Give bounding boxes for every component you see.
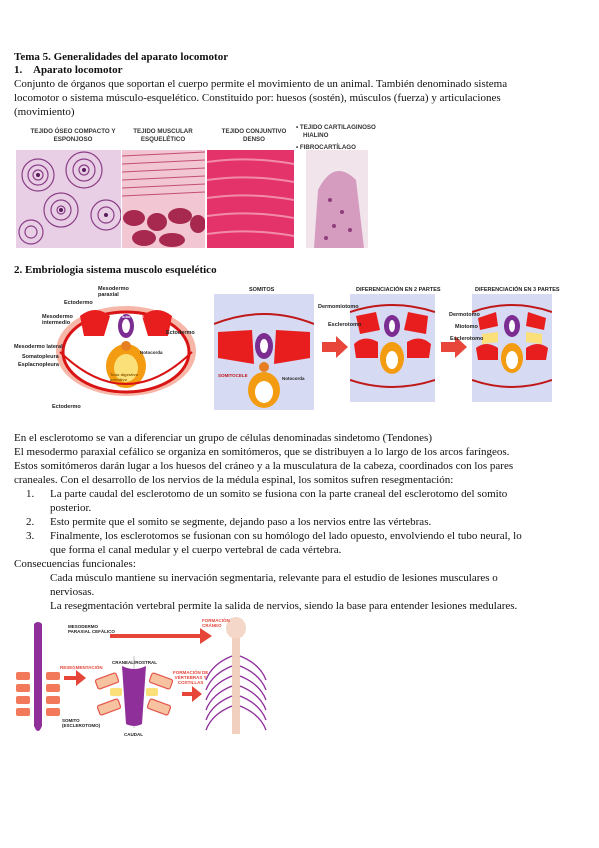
label-esplacnopleura: Esplacnopleura: [18, 362, 59, 368]
arrow-right-icon: [441, 336, 467, 358]
label-ectodermo-bottom: Ectodermo: [52, 404, 81, 410]
intro-line-2: locomotor o sistema músculo-esquelético.…: [14, 92, 501, 104]
embryo-cross-section-diagram: [56, 306, 196, 396]
label-craneal-rostral: CRANEAL/ROSTRAL: [112, 660, 157, 665]
topic-title: Tema 5. Generalidades del aparato locomo…: [14, 51, 229, 63]
list-item-3-line-2: que forma el canal medular y el cuerpo v…: [50, 544, 342, 556]
label-somito-esclerotomo: SOMITO(ESCLEROTOMO): [62, 718, 101, 728]
label-notocorda: Notocorda: [140, 350, 163, 355]
cartilage-tissue-image: [306, 150, 368, 248]
label-esclerotomo: Esclerotomo: [328, 322, 362, 328]
connective-tissue-image: [207, 150, 294, 248]
consecuencias-line-2: nerviosas.: [50, 586, 95, 598]
tissue-label-fibro: • FIBROCARTÍLAGO: [296, 144, 356, 151]
somites-diagram: [214, 294, 314, 410]
list-item-1-line-2: posterior.: [50, 502, 92, 514]
list-item-3-number: 3.: [26, 530, 35, 542]
body-line-2: El mesodermo paraxial cefálico se organi…: [14, 446, 510, 458]
label-tubo-neural: Tubo neural: [121, 314, 144, 319]
label-esclerotomo-2: Esclerotomo: [450, 336, 484, 342]
list-item-3-line-1: Finalmente, los esclerotomos se fusionan…: [50, 530, 522, 542]
list-item-2-line-1: Esto permite que el somito se segmente, …: [50, 516, 432, 528]
intro-line-3: (movimiento): [14, 106, 75, 118]
label-dermotomo: Dermotomo: [449, 312, 480, 318]
resegmentation-diagram: [16, 622, 212, 731]
muscle-tissue-image: [122, 150, 205, 248]
label-diferenciacion-2: DIFERENCIACIÓN EN 2 PARTES: [356, 287, 441, 293]
bone-tissue-image: [16, 150, 121, 248]
label-notocorda-2: Notocorda: [282, 376, 305, 381]
section-1-title: Aparato locomotor: [33, 64, 123, 76]
label-mesodermo-lateral: Mesodermo lateral: [14, 344, 63, 350]
three-part-differentiation-diagram: [472, 294, 552, 402]
label-miotomo: Miotomo: [455, 324, 478, 330]
label-caudal: CAUDAL: [124, 732, 143, 737]
section-1-number: 1.: [14, 64, 23, 76]
label-diferenciacion-3: DIFERENCIACIÓN EN 3 PARTES: [475, 287, 560, 293]
label-somitocele: SOMITOCELE: [218, 373, 248, 378]
list-item-1-line-1: La parte caudal del esclerotomo de un so…: [50, 488, 508, 500]
body-line-3: Estos somitómeros darán lugar a los hues…: [14, 460, 514, 472]
label-ectodermo-top: Ectodermo: [64, 300, 93, 306]
arrow-right-icon: [322, 336, 348, 358]
label-ectodermo-right: Ectodermo: [166, 330, 195, 336]
consecuencias-title: Consecuencias funcionales:: [14, 558, 136, 570]
consecuencias-line-3: La resegmentación vertebral permite la s…: [50, 600, 518, 612]
consecuencias-line-1: Cada músculo mantiene su inervación segm…: [50, 572, 498, 584]
list-item-1-number: 1.: [26, 488, 35, 500]
intro-line-1: Conjunto de órganos que soportan el cuer…: [14, 78, 508, 90]
body-line-1: En el esclerotomo se van a diferenciar u…: [14, 432, 433, 444]
label-somatopleura: Somatopleura: [22, 354, 59, 360]
two-part-differentiation-diagram: [350, 294, 435, 402]
label-dermomiotomo: Dermomiotomo: [318, 304, 359, 310]
skeleton-illustration: [205, 617, 267, 734]
label-resegmentacion: RESEGMENTACIÓN: [60, 665, 103, 670]
label-somitos: SOMITOS: [249, 287, 275, 293]
body-line-4: craneales. Con el desarrollo de los nerv…: [14, 474, 454, 486]
list-item-2-number: 2.: [26, 516, 35, 528]
section-2-title: 2. Embriologia sistema muscolo esqueléti…: [14, 264, 217, 276]
